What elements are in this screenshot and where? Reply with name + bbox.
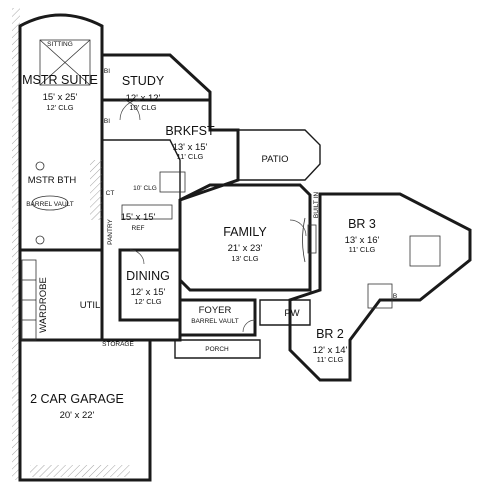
kitchen-dims: 15' x 15'	[121, 212, 156, 223]
bi-label-2: BI	[104, 118, 110, 125]
sitting-label: SITTING	[47, 41, 73, 48]
mstr-suite-label: MSTR SUITE	[22, 73, 98, 87]
patio-label: PATIO	[261, 154, 288, 165]
brkfst-dims: 13' x 15'	[173, 142, 208, 153]
porch-label: PORCH	[205, 346, 229, 353]
family-dims: 21' x 23'	[228, 243, 263, 254]
brkfst-label: BRKFST	[165, 124, 215, 138]
foyer-label: FOYER	[199, 305, 232, 316]
family-clg: 13' CLG	[231, 254, 258, 263]
pw-label: PW	[284, 308, 299, 319]
exterior-walls	[18, 13, 472, 482]
wic-label: CT	[106, 190, 115, 197]
study-dims: 12' x 12'	[126, 93, 161, 104]
dining-clg: 12' CLG	[134, 297, 161, 306]
br2-label: BR 2	[316, 327, 344, 341]
brkfst-clg: 11' CLG	[177, 152, 204, 161]
kitchen-clg: 10' CLG	[133, 185, 157, 192]
bi-label-1: BI	[104, 68, 110, 75]
br3-clg: 11' CLG	[349, 245, 376, 254]
mstr-bth-label: MSTR BTH	[28, 175, 77, 186]
study-label: STUDY	[122, 74, 165, 88]
br3-label: BR 3	[348, 217, 376, 231]
storage-label: STORAGE	[102, 341, 134, 348]
mstr-suite-clg: 12' CLG	[46, 103, 73, 112]
foyer-clg: BARREL VAULT	[191, 318, 239, 325]
mstr-suite-dims: 15' x 25'	[43, 92, 78, 103]
garage-side-wall	[12, 8, 20, 480]
garage-label: 2 CAR GARAGE	[30, 392, 124, 406]
fixtures	[21, 39, 441, 477]
room-labels: SITTING MSTR SUITE 15' x 25' 12' CLG STU…	[22, 41, 397, 421]
doors	[119, 99, 307, 333]
pantry-label: PANTRY	[107, 218, 114, 244]
garage-dims: 20' x 22'	[60, 410, 95, 421]
dining-label: DINING	[126, 269, 170, 283]
wardrobe-label: WARDROBE	[38, 277, 49, 333]
dining-dims: 12' x 15'	[131, 287, 166, 298]
barrel-vault-label: BARREL VAULT	[26, 201, 74, 208]
br2-dims: 12' x 14'	[313, 345, 348, 356]
built-in-label: BUILT IN	[313, 192, 320, 218]
family-label: FAMILY	[223, 225, 267, 239]
br3-dims: 13' x 16'	[345, 235, 380, 246]
util-label: UTIL	[80, 300, 101, 311]
study-clg: 10' CLG	[129, 103, 156, 112]
b-label: B	[393, 293, 397, 300]
br2-clg: 11' CLG	[317, 355, 344, 364]
ref-label: REF	[132, 225, 145, 232]
